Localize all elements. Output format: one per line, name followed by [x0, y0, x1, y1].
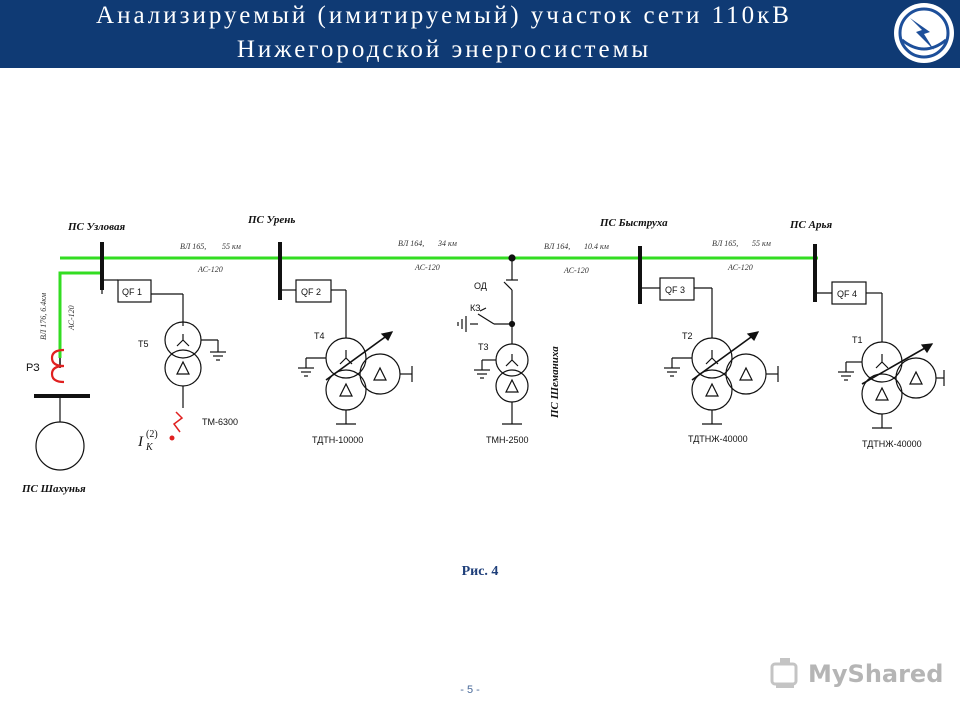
lightning-logo-icon [898, 7, 950, 59]
company-logo [888, 0, 960, 68]
breaker-qf4 [831, 281, 867, 305]
label-branch-name: ВЛ 176, 6.4км [39, 293, 48, 340]
page-number: - 5 - [460, 684, 480, 696]
label-short-circuiter-kz: КЗ [470, 303, 481, 313]
slide-header: Анализируемый (имитируемый) участок сети… [0, 0, 888, 68]
branch-line-vl176 [58, 271, 102, 358]
label-seg2-name: ВЛ 164, [398, 239, 424, 248]
label-seg4-wire: АС-120 [727, 263, 753, 272]
label-t5-type: ТМ-6300 [202, 417, 238, 427]
label-seg4-len: 55 км [752, 239, 771, 248]
label-t3-type: ТМН-2500 [486, 435, 529, 445]
label-seg3-wire: АС-120 [563, 266, 589, 275]
label-seg2-wire: АС-120 [414, 263, 440, 272]
label-branch-wire: АС-120 [67, 305, 76, 331]
label-ps-shemanikha: ПС Шеманиха [549, 346, 561, 419]
breaker-qf1 [117, 279, 152, 303]
label-qf4: QF 4 [837, 289, 857, 299]
label-t2-type: ТДТНЖ-40000 [688, 434, 748, 444]
breaker-qf3 [659, 277, 695, 301]
label-qf2: QF 2 [301, 287, 321, 297]
label-seg1-len: 55 км [222, 242, 241, 251]
breaker-qf2 [295, 279, 332, 303]
watermark-logo-icon [770, 658, 798, 688]
label-seg1-wire: АС-120 [197, 265, 223, 274]
label-seg3-len: 10.4 км [584, 242, 609, 251]
label-t2: T2 [682, 331, 693, 341]
label-ps-shakhunya: ПС Шахунья [21, 483, 86, 495]
label-seg1-name: ВЛ 165, [180, 242, 206, 251]
watermark-text: MyShared [808, 660, 944, 688]
fault-current-sub: K [145, 442, 154, 453]
fault-point [169, 435, 175, 441]
label-ps-bystrukha: ПС Быструха [599, 217, 668, 229]
label-t4: T4 [314, 331, 325, 341]
label-qf1: QF 1 [122, 287, 142, 297]
label-t3: T3 [478, 342, 489, 352]
label-t4-type: ТДТН-10000 [312, 435, 363, 445]
fault-lightning-icon [172, 411, 184, 433]
slide-title-line2: Нижегородской энергосистемы [236, 36, 652, 63]
label-seg3-name: ВЛ 164, [544, 242, 570, 251]
fault-current-sup: (2) [146, 429, 158, 440]
slide-title-line1: Анализируемый (имитируемый) участок сети… [96, 2, 792, 29]
label-t5: T5 [138, 339, 149, 349]
label-ps-uzlovaya: ПС Узловая [67, 221, 125, 233]
fault-current-label: I [137, 434, 144, 450]
label-separator-od: ОД [474, 281, 487, 291]
label-seg4-name: ВЛ 165, [712, 239, 738, 248]
network-diagram: ПС Узловая ПС Урень ПС Быструха ПС Арья … [21, 214, 945, 495]
figure-caption: Рис. 4 [461, 564, 499, 579]
label-reactor: РЗ [26, 362, 40, 374]
label-qf3: QF 3 [665, 285, 685, 295]
reactor-coil-icon [50, 348, 65, 384]
label-ps-uren: ПС Урень [247, 214, 295, 226]
label-ps-arya: ПС Арья [789, 219, 833, 231]
label-t1-type: ТДТНЖ-40000 [862, 439, 922, 449]
label-seg2-len: 34 км [437, 239, 457, 248]
label-t1: T1 [852, 335, 863, 345]
